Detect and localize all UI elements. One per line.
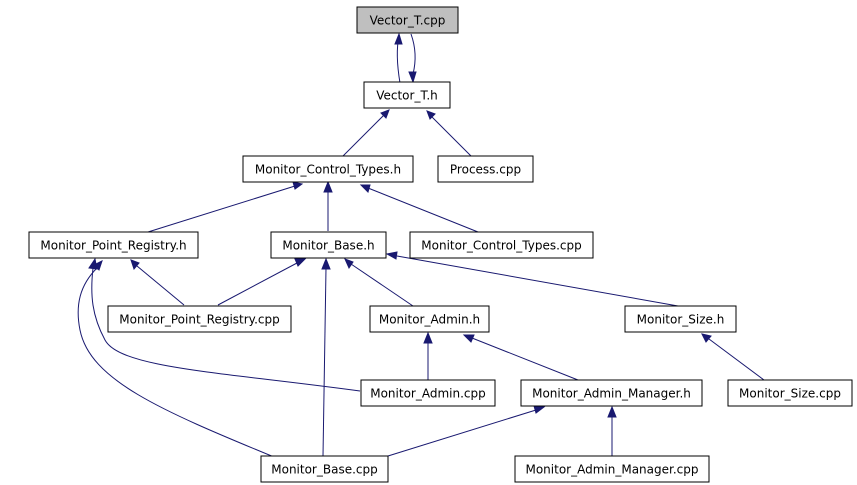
edge-monitor-base-cpp-to-monitor-admin-manager-h [387, 405, 546, 457]
node-monitor-point-registry-cpp[interactable]: Monitor_Point_Registry.cpp [107, 305, 292, 333]
edge-monitor-admin-h-to-monitor-base-h [344, 258, 414, 307]
edge-monitor-point-registry-h-to-monitor-control-types-h [147, 181, 304, 233]
edge-monitor-base-cpp-to-monitor-base-h [321, 257, 331, 457]
node-monitor-size-h[interactable]: Monitor_Size.h [624, 305, 737, 333]
node-label: Vector_T.h [376, 89, 438, 103]
node-label: Monitor_Admin_Manager.cpp [525, 463, 698, 477]
node-label: Monitor_Size.h [637, 313, 725, 327]
edge-vector-t-cpp-to-vector-t-h [408, 33, 417, 84]
edge-monitor-control-types-h-to-vector-t-h [342, 109, 390, 157]
edge-monitor-base-cpp-to-monitor-point-registry-h [77, 260, 275, 458]
node-monitor-admin-manager-cpp[interactable]: Monitor_Admin_Manager.cpp [514, 455, 710, 483]
edge-monitor-size-cpp-to-monitor-size-h [701, 333, 765, 381]
node-vector-t-h[interactable]: Vector_T.h [363, 81, 451, 109]
node-label: Monitor_Base.cpp [271, 463, 377, 477]
edge-monitor-point-registry-cpp-to-monitor-base-h [217, 258, 307, 306]
node-label: Monitor_Admin.h [379, 313, 480, 327]
node-monitor-admin-manager-h[interactable]: Monitor_Admin_Manager.h [520, 379, 703, 407]
node-label: Monitor_Admin_Manager.h [532, 387, 691, 401]
node-label: Monitor_Admin.cpp [370, 387, 486, 401]
edge-monitor-admin-manager-h-to-monitor-admin-h [462, 334, 579, 381]
node-label: Monitor_Control_Types.cpp [421, 239, 581, 253]
edges [77, 32, 765, 458]
edge-vector-t-h-to-vector-t-cpp [394, 32, 403, 84]
node-label: Vector_T.cpp [370, 14, 446, 28]
node-label: Monitor_Point_Registry.h [40, 239, 186, 253]
node-label: Monitor_Point_Registry.cpp [119, 313, 279, 327]
edge-monitor-control-types-cpp-to-monitor-control-types-h [359, 184, 479, 233]
node-monitor-point-registry-h[interactable]: Monitor_Point_Registry.h [28, 231, 199, 259]
edge-monitor-admin-cpp-to-monitor-admin-h [423, 331, 433, 380]
edge-monitor-base-h-to-monitor-control-types-h [323, 180, 333, 231]
node-vector-t-cpp[interactable]: Vector_T.cpp [356, 6, 459, 34]
node-monitor-admin-h[interactable]: Monitor_Admin.h [369, 305, 490, 333]
node-monitor-control-types-h[interactable]: Monitor_Control_Types.h [242, 155, 414, 183]
node-process-cpp[interactable]: Process.cpp [437, 155, 534, 183]
nodes: Vector_T.cpp Vector_T.h Monitor_Control_… [28, 6, 853, 483]
edge-monitor-admin-manager-cpp-to-monitor-admin-manager-h [607, 405, 617, 456]
node-label: Monitor_Control_Types.h [255, 163, 401, 177]
node-monitor-base-cpp[interactable]: Monitor_Base.cpp [260, 455, 389, 483]
edge-monitor-point-registry-cpp-to-monitor-point-registry-h [130, 259, 185, 306]
node-monitor-control-types-cpp[interactable]: Monitor_Control_Types.cpp [409, 231, 594, 259]
node-label: Monitor_Size.cpp [739, 387, 841, 401]
node-label: Process.cpp [450, 163, 521, 177]
edge-monitor-size-h-to-monitor-base-h [385, 251, 679, 307]
node-monitor-size-cpp[interactable]: Monitor_Size.cpp [727, 379, 853, 407]
node-monitor-admin-cpp[interactable]: Monitor_Admin.cpp [360, 379, 496, 407]
edge-process-cpp-to-vector-t-h [426, 110, 473, 158]
node-label: Monitor_Base.h [282, 239, 374, 253]
node-monitor-base-h[interactable]: Monitor_Base.h [270, 231, 387, 259]
